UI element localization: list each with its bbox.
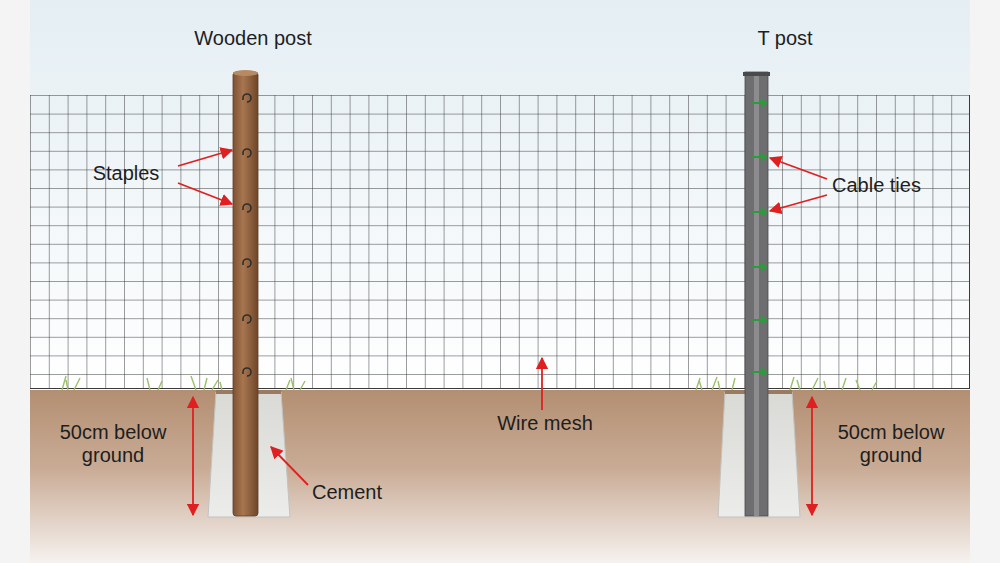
staples bbox=[243, 94, 251, 376]
t-post bbox=[745, 72, 768, 516]
part-label: Cement bbox=[312, 481, 402, 504]
leader-arrows bbox=[178, 150, 827, 515]
part-label: Wire mesh bbox=[470, 412, 620, 435]
cable-ties bbox=[752, 100, 766, 375]
post-title: Wooden post bbox=[163, 27, 343, 50]
dimension-label: 50cm below ground bbox=[42, 421, 184, 467]
t-post-web bbox=[754, 72, 759, 516]
post-title: T post bbox=[695, 27, 875, 50]
wooden-post bbox=[233, 72, 258, 516]
dimension-label: 50cm below ground bbox=[820, 421, 962, 467]
part-label: Cable ties bbox=[832, 174, 962, 197]
mesh-edge bbox=[30, 95, 970, 389]
t-post-cap bbox=[743, 72, 770, 76]
post-top bbox=[233, 70, 258, 76]
part-label: Staples bbox=[76, 162, 176, 185]
ground bbox=[30, 390, 970, 563]
wire-mesh bbox=[30, 95, 970, 389]
sky bbox=[30, 0, 970, 392]
